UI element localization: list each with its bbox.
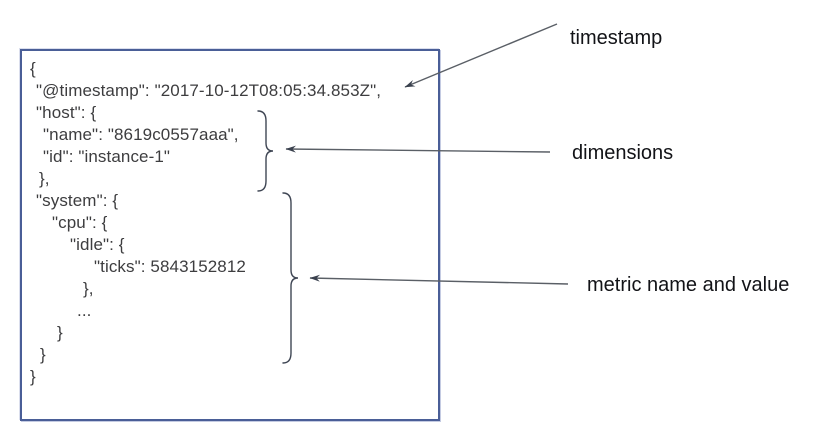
code-line: },	[83, 279, 94, 298]
code-line: ...	[77, 301, 92, 320]
dimensions-label: dimensions	[572, 142, 674, 164]
code-line: "idle": {	[70, 235, 125, 254]
code-line: "ticks": 5843152812	[94, 257, 246, 276]
timestamp-label: timestamp	[570, 27, 663, 49]
code-line: "id": "instance-1"	[43, 147, 171, 166]
json-code: {"@timestamp": "2017-10-12T08:05:34.853Z…	[28, 58, 381, 388]
code-line: "cpu": {	[52, 213, 108, 232]
code-line: }	[57, 323, 63, 342]
code-line: "host": {	[36, 103, 97, 122]
code-line: }	[40, 345, 46, 364]
metric-name-value-label: metric name and value	[587, 274, 790, 296]
code-line: }	[30, 367, 36, 386]
code-line: },	[39, 169, 50, 188]
json-document-box	[20, 49, 440, 421]
code-line: {	[30, 59, 36, 78]
code-line: "system": {	[36, 191, 119, 210]
code-line: "@timestamp": "2017-10-12T08:05:34.853Z"…	[36, 81, 382, 100]
code-line: "name": "8619c0557aaa",	[43, 125, 239, 144]
